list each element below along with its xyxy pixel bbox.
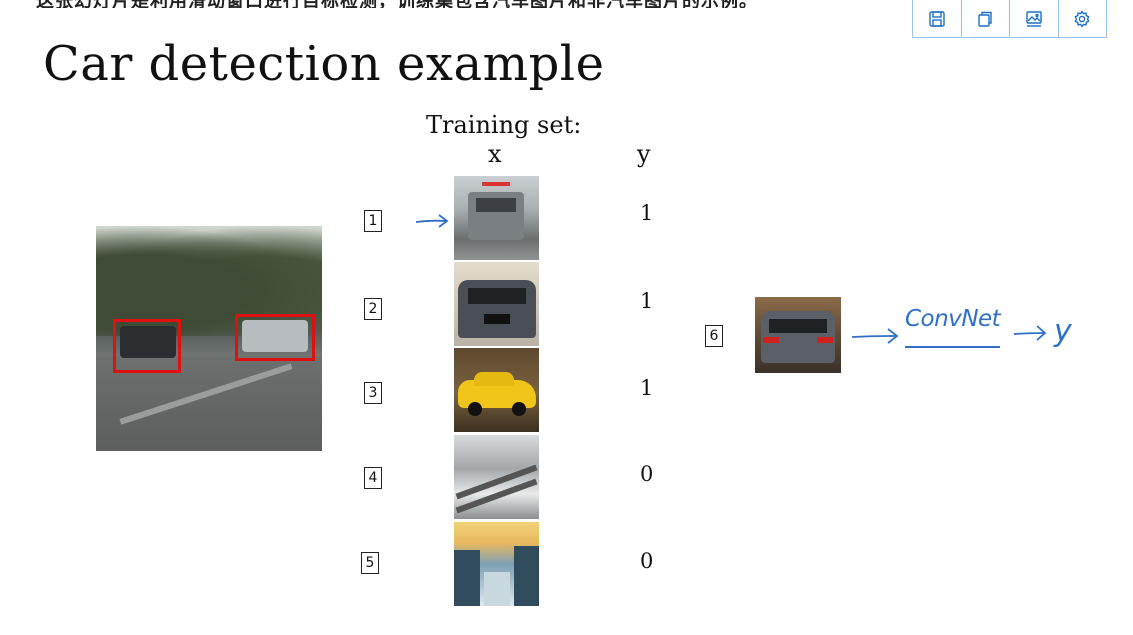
row-1-y-value: 1 — [640, 201, 654, 225]
thumb-4-snow-tracks — [454, 435, 539, 519]
x-column-header: x — [488, 140, 502, 168]
output-y-label: y — [1054, 314, 1072, 349]
bounding-box-left — [113, 319, 181, 373]
row-index-3: 3 — [364, 382, 382, 404]
test-thumb-car-rear — [755, 297, 841, 373]
trees — [96, 226, 322, 336]
copy-icon — [978, 11, 992, 27]
bounding-box-right — [235, 314, 315, 361]
row-5-y-value: 0 — [640, 549, 654, 573]
row-4-y-value: 0 — [640, 462, 654, 486]
row-index-5: 5 — [361, 552, 379, 574]
thumb-1-suv-rear — [454, 176, 539, 260]
street-scene-image — [96, 226, 322, 451]
image-toolbar — [912, 0, 1107, 38]
settings-button[interactable] — [1059, 0, 1107, 37]
top-caption: 这张幻灯片是利用滑动窗口进行目标检测，训练集包含汽车图片和非汽车图片的示例。 — [36, 0, 758, 8]
thumb-3-yellow-car — [454, 348, 539, 432]
thumb-5-snow-road — [454, 522, 539, 606]
settings-icon — [1074, 9, 1090, 28]
row-index-4: 4 — [364, 467, 382, 489]
thumb-2-bmw-front — [454, 262, 539, 346]
save-button[interactable] — [913, 0, 962, 37]
y-column-header: y — [637, 140, 651, 168]
car-left — [120, 326, 176, 358]
row-index-2: 2 — [364, 298, 382, 320]
top-caption-strip: 这张幻灯片是利用滑动窗口进行目标检测，训练集包含汽车图片和非汽车图片的示例。 — [0, 0, 900, 8]
row1-arrow — [415, 214, 449, 228]
test-arrow-2 — [1013, 325, 1047, 341]
convnet-label: ConvNet — [905, 306, 1001, 332]
row-2-y-value: 1 — [640, 289, 654, 313]
save-icon — [929, 10, 945, 27]
training-set-label: Training set: — [426, 111, 582, 139]
copy-button[interactable] — [962, 0, 1010, 37]
image-icon — [1026, 10, 1042, 27]
test-arrow-1 — [851, 328, 899, 344]
slide-title: Car detection example — [43, 36, 605, 92]
row-index-1: 1 — [364, 210, 382, 232]
convnet-underline — [905, 346, 1000, 348]
image-button[interactable] — [1010, 0, 1059, 37]
test-index: 6 — [705, 325, 723, 347]
car-right — [242, 320, 308, 352]
row-3-y-value: 1 — [640, 376, 654, 400]
